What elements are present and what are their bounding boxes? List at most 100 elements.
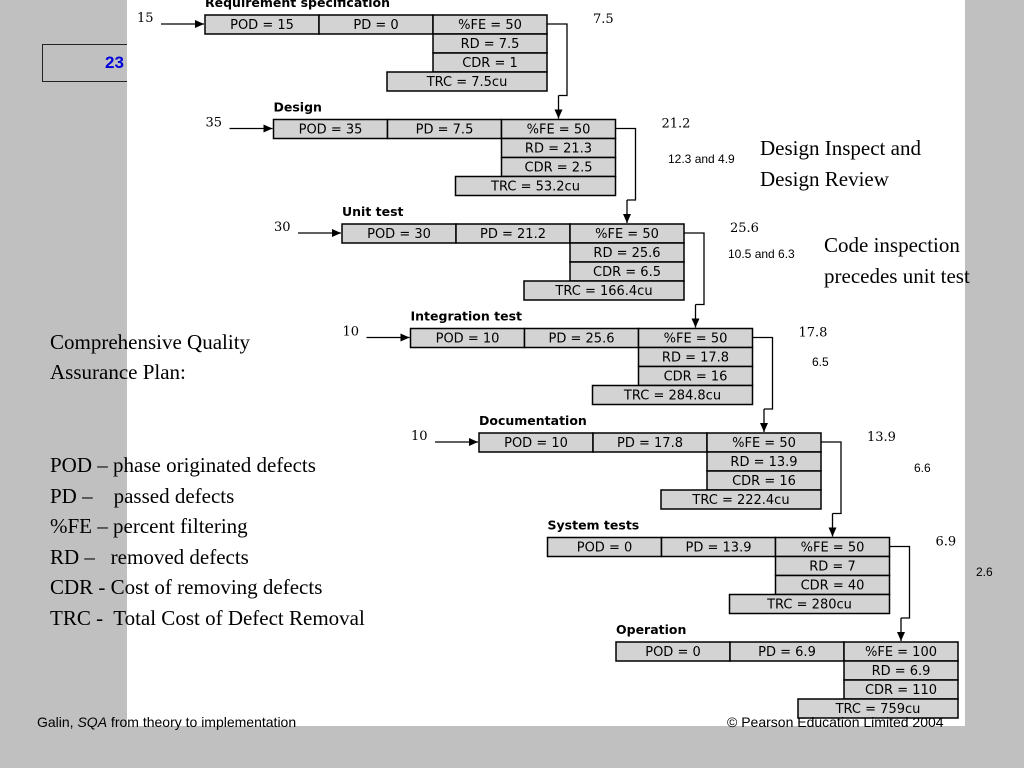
phase-5-output: 6.9 xyxy=(936,535,957,550)
phase-6-cdr: CDR = 110 xyxy=(865,683,937,698)
phase-2-cdr: CDR = 6.5 xyxy=(593,265,661,280)
phase-2-rd: RD = 25.6 xyxy=(593,246,660,261)
phase-1-label: Design xyxy=(274,100,322,115)
phase-6-fe: %FE = 100 xyxy=(865,645,937,660)
phase-5-pod: POD = 0 xyxy=(577,541,633,556)
phase-0-flow-arrow-head xyxy=(554,109,563,119)
phase-1-rd: RD = 21.3 xyxy=(525,142,592,157)
phase-0-rd: RD = 7.5 xyxy=(461,37,520,52)
phase-4-cdr: CDR = 16 xyxy=(732,474,796,489)
phase-3-pod: POD = 10 xyxy=(436,332,500,347)
note-design-inspect: Design Inspect and Design Review xyxy=(760,136,921,191)
phase-1-fe: %FE = 50 xyxy=(527,123,591,138)
legend-pod: POD – phase originated defects xyxy=(50,453,316,477)
phase-5-trc-box xyxy=(728,593,891,615)
phase-2-input-arrow-head xyxy=(332,229,341,237)
note-unit-values: 10.5 and 6.3 xyxy=(728,247,795,261)
phase-3-trc-box xyxy=(591,384,754,406)
phase-1-trc: TRC = 53.2cu xyxy=(490,180,580,195)
phase-0-output: 7.5 xyxy=(593,12,614,27)
phase-5-label: System tests xyxy=(548,518,640,533)
legend-trc: TRC - Total Cost of Defect Removal xyxy=(50,605,365,630)
phase-2-flow-line xyxy=(684,232,705,306)
phase-5-pd: PD = 13.9 xyxy=(686,541,752,556)
phase-1-input-arrow-head xyxy=(263,124,273,133)
footer-rest: from theory to implementation xyxy=(107,714,297,730)
phase-6-trc: TRC = 759cu xyxy=(835,702,921,717)
phase-3-cdr: CDR = 16 xyxy=(664,370,728,385)
phase-2-input: 30 xyxy=(274,220,291,235)
phase-2-label: Unit test xyxy=(342,204,404,219)
slide-number: 23 xyxy=(105,53,124,72)
note-code-inspection: Code inspection precedes unit test xyxy=(824,233,970,288)
phase-3-input-arrow-head xyxy=(400,333,410,342)
phase-4-trc-box xyxy=(660,489,822,510)
phase-6-trc-box xyxy=(797,698,959,719)
phase-3-output: 17.8 xyxy=(799,326,828,341)
phase-1-pd: PD = 7.5 xyxy=(416,123,474,138)
phase-0-pod: POD = 15 xyxy=(230,18,294,33)
footer-author: Galin, xyxy=(37,714,78,730)
footer-copyright: © Pearson Education Limited 2004 xyxy=(727,714,944,730)
footer-title: SQA xyxy=(77,714,108,730)
phase-5-cdr: CDR = 40 xyxy=(801,579,865,594)
phase-4-input: 10 xyxy=(411,429,428,444)
note-design-values: 12.3 and 4.9 xyxy=(668,152,735,166)
phase-5-fe: %FE = 50 xyxy=(801,541,865,556)
phase-1-pod: POD = 35 xyxy=(299,123,363,138)
phase-0-cdr: CDR = 1 xyxy=(462,56,518,71)
phase-3-flow-arrow-head xyxy=(760,423,768,432)
phase-1-output: 21.2 xyxy=(662,117,691,132)
phase-4-pd: PD = 17.8 xyxy=(617,436,683,451)
phase-2-pd: PD = 21.2 xyxy=(480,227,546,242)
phase-2-output: 25.6 xyxy=(730,221,759,236)
phase-6-label: Operation xyxy=(616,622,686,637)
phase-0-input-arrow-head xyxy=(195,20,204,28)
phase-4-pod: POD = 10 xyxy=(504,436,568,451)
phase-4-flow-arrow-head xyxy=(828,527,837,537)
phase-1-flow-arrow-head xyxy=(623,214,631,223)
phase-0-trc-box xyxy=(386,71,548,92)
phase-3-pd: PD = 25.6 xyxy=(549,332,615,347)
legend-rd: RD – removed defects xyxy=(50,544,249,569)
note-system-value: 2.6 xyxy=(976,565,993,579)
phase-2-pod: POD = 30 xyxy=(367,227,431,242)
phase-1-cdr: CDR = 2.5 xyxy=(525,161,593,176)
phase-4-trc: TRC = 222.4cu xyxy=(691,493,789,508)
phase-3-flow-line xyxy=(752,336,774,410)
note-integration-value: 6.5 xyxy=(812,355,829,369)
phase-6-rd: RD = 6.9 xyxy=(872,664,931,679)
plan-title: Comprehensive Quality Assurance Plan: xyxy=(50,330,251,384)
phase-4-output: 13.9 xyxy=(867,430,896,445)
phase-6-pd: PD = 6.9 xyxy=(758,645,816,660)
phase-4-label: Documentation xyxy=(479,413,587,428)
phase-0-trc: TRC = 7.5cu xyxy=(426,75,508,90)
phase-4-input-arrow-head xyxy=(469,438,478,446)
phase-2-fe: %FE = 50 xyxy=(595,227,659,242)
phase-0-fe: %FE = 50 xyxy=(458,18,522,33)
footer-citation: Galin, SQA from theory to implementation xyxy=(37,714,296,730)
phase-3-label: Integration test xyxy=(411,309,523,324)
phase-5-flow-line xyxy=(889,545,911,619)
phase-2-flow-arrow-head xyxy=(691,318,700,328)
phase-1-flow-line xyxy=(615,127,637,201)
phase-3-fe: %FE = 50 xyxy=(664,332,728,347)
legend-fe: %FE – percent filtering xyxy=(50,514,248,538)
legend-cdr: CDR - Cost of removing defects xyxy=(50,575,323,599)
phase-2-trc-box xyxy=(523,280,685,301)
phase-2-trc: TRC = 166.4cu xyxy=(554,284,652,299)
phase-6-pod: POD = 0 xyxy=(645,645,701,660)
phase-0-input: 15 xyxy=(137,11,154,26)
phase-1-trc-box xyxy=(454,175,617,197)
legend: POD – phase originated defects PD – pass… xyxy=(50,450,365,633)
note-documentation-value: 6.6 xyxy=(914,461,931,475)
phase-4-fe: %FE = 50 xyxy=(732,436,796,451)
phase-1-input: 35 xyxy=(206,116,223,131)
phase-4-flow-line xyxy=(821,441,842,515)
phase-3-rd: RD = 17.8 xyxy=(662,351,729,366)
phase-0-pd: PD = 0 xyxy=(353,18,398,33)
phase-5-trc: TRC = 280cu xyxy=(766,598,852,613)
phase-0-flow-line xyxy=(547,23,568,97)
